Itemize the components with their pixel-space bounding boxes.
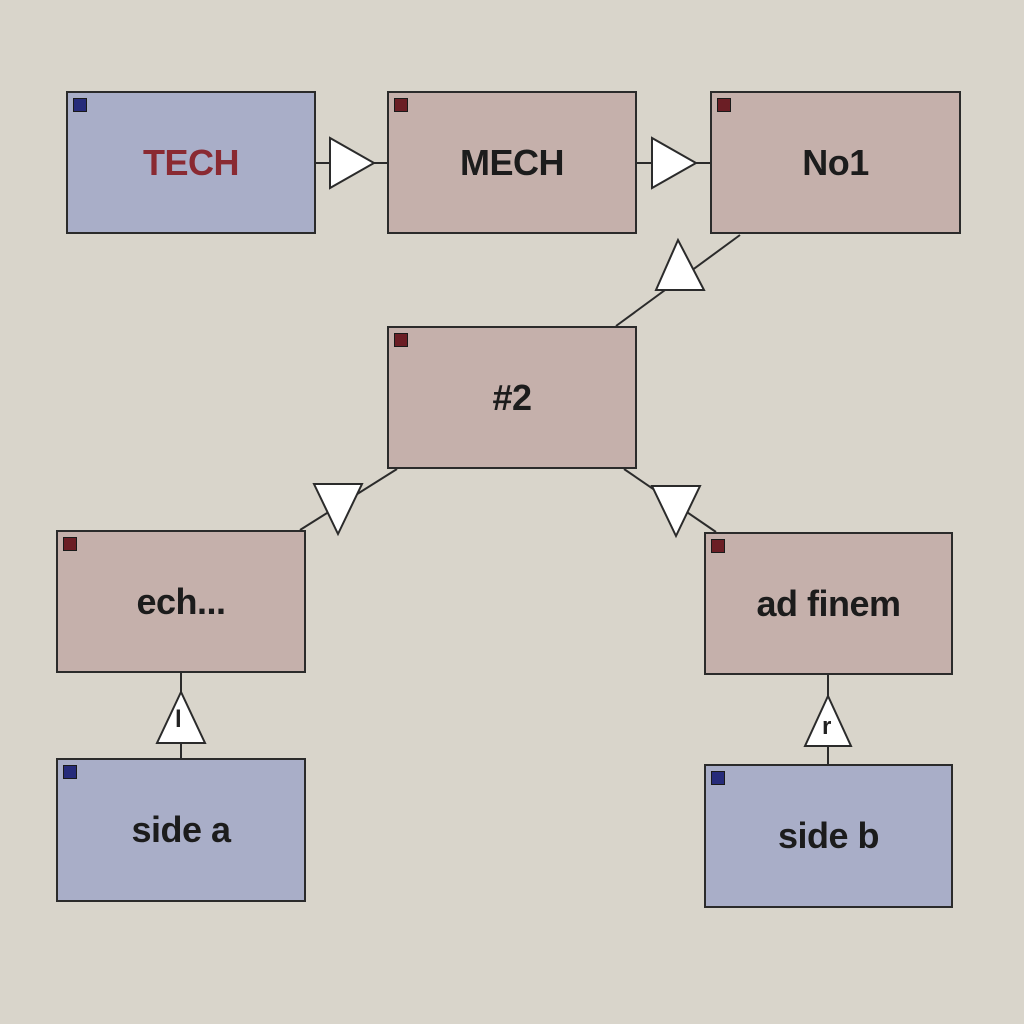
arrowhead-mech-no1 bbox=[651, 136, 699, 190]
arrowhead-ech-two bbox=[312, 483, 364, 537]
node-mech[interactable]: MECH bbox=[387, 91, 637, 234]
node-label: TECH bbox=[143, 141, 240, 183]
node-label: #2 bbox=[492, 376, 532, 418]
node-label: side b bbox=[777, 815, 880, 856]
class-marker-icon bbox=[394, 98, 408, 112]
arrowhead-sideb-adf bbox=[803, 693, 853, 747]
edge-label-sidea: l bbox=[175, 706, 182, 733]
interface-marker-icon bbox=[63, 765, 77, 779]
node-no1[interactable]: No1 bbox=[710, 91, 961, 234]
class-marker-icon bbox=[63, 537, 77, 551]
class-marker-icon bbox=[717, 98, 731, 112]
arrowhead-tech-mech bbox=[329, 136, 377, 190]
node-side-a[interactable]: side a bbox=[56, 758, 306, 902]
node-ech[interactable]: ech... bbox=[56, 530, 306, 673]
arrowhead-adf-two bbox=[650, 485, 702, 539]
interface-marker-icon bbox=[73, 98, 87, 112]
arrowhead-two-no1 bbox=[654, 237, 706, 291]
node-label: MECH bbox=[460, 141, 565, 183]
arrowhead-sidea-ech bbox=[155, 689, 207, 744]
node-tech[interactable]: TECH bbox=[66, 91, 316, 234]
class-marker-icon bbox=[394, 333, 408, 347]
node-ad-finem[interactable]: ad finem bbox=[704, 532, 953, 675]
node-label: ech... bbox=[136, 580, 226, 622]
interface-marker-icon bbox=[711, 771, 725, 785]
edge-label-sideb: r bbox=[822, 713, 832, 740]
node-label: ad finem bbox=[756, 582, 901, 624]
node-label: No1 bbox=[802, 141, 869, 183]
node-two[interactable]: #2 bbox=[387, 326, 637, 469]
node-side-b[interactable]: side b bbox=[704, 764, 953, 908]
node-label: side a bbox=[131, 809, 231, 850]
class-marker-icon bbox=[711, 539, 725, 553]
